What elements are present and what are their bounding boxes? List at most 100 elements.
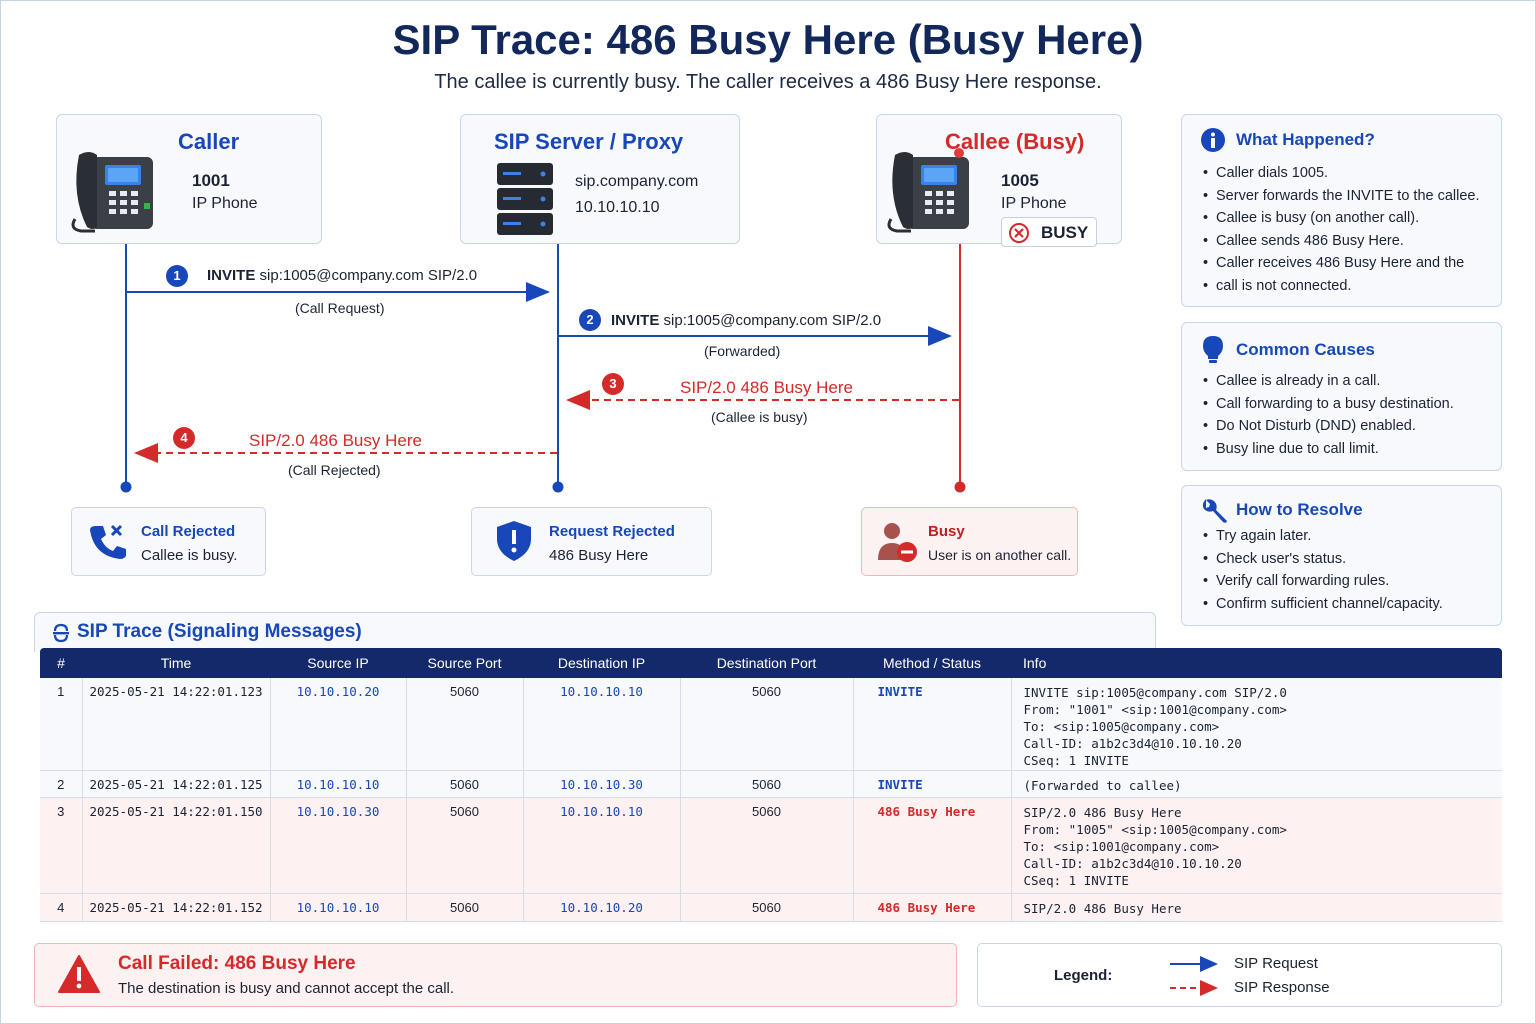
how-to-resolve-list: Try again later. Check user's status. Ve… xyxy=(1203,525,1443,615)
info-line: CSeq: 1 INVITE xyxy=(1023,753,1129,768)
what-happened-title: What Happened? xyxy=(1236,130,1375,149)
caller-status: Call Rejected Callee is busy. xyxy=(71,507,266,576)
col-header: # xyxy=(40,648,82,678)
cell-dst-ip: 10.10.10.20 xyxy=(523,893,681,922)
cause-item: Callee is already in a call. xyxy=(1203,370,1454,393)
server-status: Request Rejected 486 Busy Here xyxy=(471,507,712,576)
busy-badge-label: BUSY xyxy=(1041,223,1089,242)
info-line: SIP/2.0 486 Busy Here xyxy=(1023,900,1182,916)
msg-2-number: 2 xyxy=(579,309,601,331)
cell-dst-ip: 10.10.10.10 xyxy=(523,678,681,771)
callee-status-desc: User is on another call. xyxy=(928,547,1072,563)
lightbulb-icon xyxy=(1203,336,1223,363)
server-status-title: Request Rejected xyxy=(549,523,675,540)
cell-status: 486 Busy Here xyxy=(853,797,1012,894)
cell-method: INVITE xyxy=(853,770,1012,798)
cause-item: Call forwarding to a busy destination. xyxy=(1203,393,1454,416)
call-failed-desc: The destination is busy and cannot accep… xyxy=(118,980,455,997)
msg-1-label: INVITE sip:1005@company.com SIP/2.0 xyxy=(207,267,477,284)
caller-device: IP Phone xyxy=(192,195,258,212)
cell-info: SIP/2.0 486 Busy Here From: "1005" <sip:… xyxy=(1011,797,1502,894)
cause-item: Do Not Disturb (DND) enabled. xyxy=(1203,415,1454,438)
cell-num: 1 xyxy=(40,678,83,771)
callee-lifeline-end xyxy=(954,481,966,493)
table-row[interactable]: 3 2025-05-21 14:22:01.150 10.10.10.30 50… xyxy=(40,797,1502,894)
table-header-row: # Time Source IP Source Port Destination… xyxy=(40,648,1502,678)
col-header: Info xyxy=(1011,648,1502,678)
resolve-item: Try again later. xyxy=(1203,525,1443,548)
server-status-desc: 486 Busy Here xyxy=(549,547,649,564)
msg-3-label: SIP/2.0 486 Busy Here xyxy=(680,378,853,397)
table-row[interactable]: 4 2025-05-21 14:22:01.152 10.10.10.10 50… xyxy=(40,893,1502,922)
callee-title: Callee (Busy) xyxy=(945,129,1085,154)
phone-rejected-icon xyxy=(90,524,126,559)
msg-1-uri: sip:1005@company.com SIP/2.0 xyxy=(259,267,478,284)
caller-status-title: Call Rejected xyxy=(141,523,236,540)
cell-src-ip: 10.10.10.30 xyxy=(270,797,407,894)
cause-item: Busy line due to call limit. xyxy=(1203,438,1454,461)
legend-response-label: SIP Response xyxy=(1234,979,1330,996)
msg-4-label: SIP/2.0 486 Busy Here xyxy=(249,431,422,450)
cell-method: INVITE xyxy=(853,678,1012,771)
msg-4-number: 4 xyxy=(173,427,195,449)
info-line: To: <sip:1005@company.com> xyxy=(1023,719,1220,734)
sip-trace-title: SIP Trace (Signaling Messages) xyxy=(77,621,362,642)
common-causes-title: Common Causes xyxy=(1236,340,1375,359)
how-to-resolve-panel: How to Resolve Try again later. Check us… xyxy=(1181,485,1502,626)
legend-swatches xyxy=(1170,956,1218,996)
cell-time: 2025-05-21 14:22:01.123 xyxy=(82,678,271,771)
cell-src-port: 5060 xyxy=(406,893,524,922)
what-item: Callee is busy (on another call). xyxy=(1203,207,1480,230)
cell-num: 3 xyxy=(40,797,83,894)
info-line: Call-ID: a1b2c3d4@10.10.10.20 xyxy=(1023,736,1242,751)
msg-2-method: INVITE xyxy=(611,312,660,329)
msg-3-note: (Callee is busy) xyxy=(711,409,808,425)
cell-info: INVITE sip:1005@company.com SIP/2.0 From… xyxy=(1011,678,1502,771)
busy-badge: BUSY xyxy=(1001,217,1097,247)
cell-dst-ip: 10.10.10.30 xyxy=(523,770,681,798)
shield-alert-icon xyxy=(497,521,531,561)
user-busy-icon xyxy=(878,523,917,562)
callee-number: 1005 xyxy=(1001,171,1039,190)
legend: Legend: SIP Request SIP Response xyxy=(977,943,1502,1007)
caller-title: Caller xyxy=(178,129,240,154)
cell-src-port: 5060 xyxy=(406,678,524,771)
sip-trace-table: # Time Source IP Source Port Destination… xyxy=(40,648,1502,922)
msg-1-method: INVITE xyxy=(207,267,256,284)
what-happened-panel: What Happened? Caller dials 1005. Server… xyxy=(1181,114,1502,307)
cell-time: 2025-05-21 14:22:01.150 xyxy=(82,797,271,894)
cell-src-ip: 10.10.10.10 xyxy=(270,893,407,922)
cell-dst-port: 5060 xyxy=(680,770,854,798)
callee-card: Callee (Busy) 1005 IP Phone BUSY xyxy=(876,114,1122,247)
legend-request-label: SIP Request xyxy=(1234,955,1318,972)
info-line: SIP/2.0 486 Busy Here xyxy=(1023,804,1182,820)
cell-src-port: 5060 xyxy=(406,770,524,798)
msg-4-note: (Call Rejected) xyxy=(288,462,381,478)
caller-status-desc: Callee is busy. xyxy=(141,547,238,564)
info-line: (Forwarded to callee) xyxy=(1023,777,1182,793)
call-failed-banner: Call Failed: 486 Busy Here The destinati… xyxy=(34,943,957,1007)
page-title: SIP Trace: 486 Busy Here (Busy Here) xyxy=(392,16,1144,63)
table-row[interactable]: 1 2025-05-21 14:22:01.123 10.10.10.20 50… xyxy=(40,678,1502,771)
wrench-icon xyxy=(1202,499,1227,523)
msg-2-note: (Forwarded) xyxy=(704,343,781,359)
cell-status: 486 Busy Here xyxy=(853,893,1012,922)
col-header: Destination Port xyxy=(680,648,853,678)
cell-num: 2 xyxy=(40,770,83,798)
what-item-continued: call is not connected. xyxy=(1203,275,1480,298)
resolve-item: Verify call forwarding rules. xyxy=(1203,570,1443,593)
info-line: Call-ID: a1b2c3d4@10.10.10.20 xyxy=(1023,855,1242,871)
cell-info: SIP/2.0 486 Busy Here xyxy=(1011,893,1502,922)
cell-dst-ip: 10.10.10.10 xyxy=(523,797,681,894)
cell-dst-port: 5060 xyxy=(680,893,854,922)
what-item: Caller receives 486 Busy Here and the xyxy=(1203,252,1480,275)
callee-status-title: Busy xyxy=(928,523,965,540)
table-row[interactable]: 2 2025-05-21 14:22:01.125 10.10.10.10 50… xyxy=(40,770,1502,798)
col-header: Source IP xyxy=(270,648,406,678)
info-line: From: "1001" <sip:1001@company.com> xyxy=(1023,702,1287,717)
server-stack-icon xyxy=(497,163,553,235)
server-host: sip.company.com xyxy=(575,173,699,190)
how-to-resolve-title: How to Resolve xyxy=(1236,500,1363,519)
col-header: Method / Status xyxy=(853,648,1011,678)
